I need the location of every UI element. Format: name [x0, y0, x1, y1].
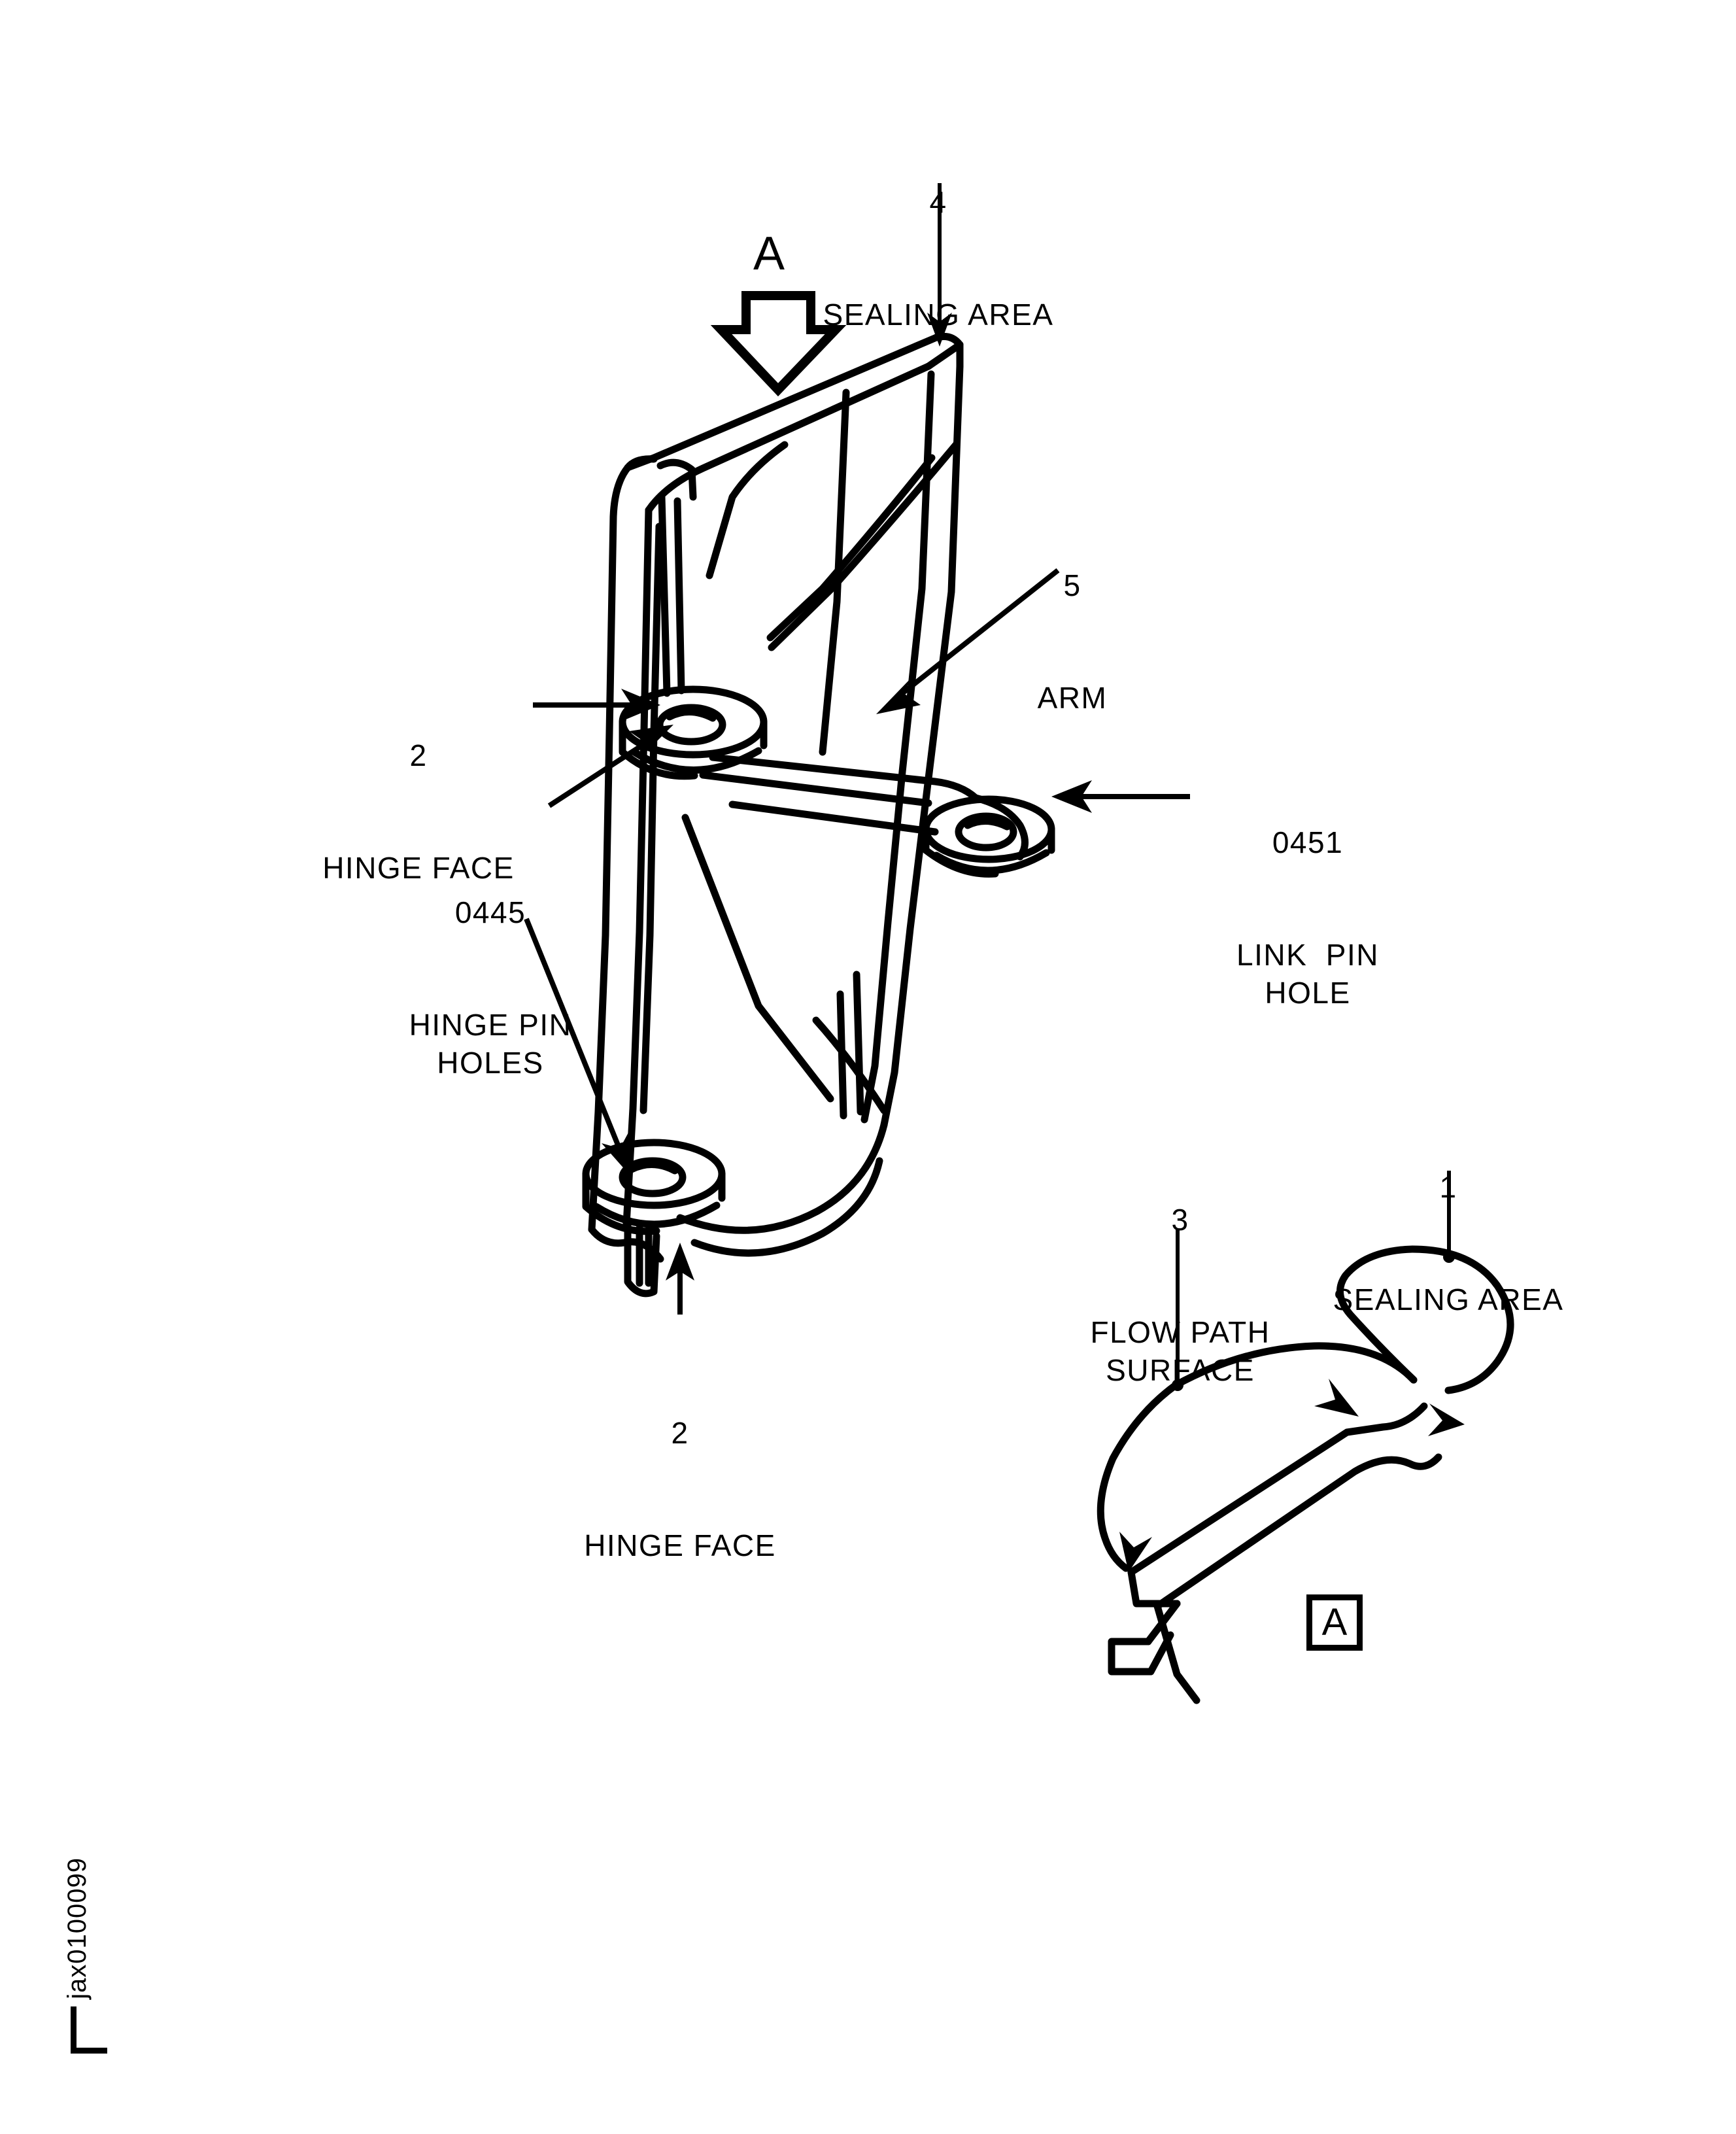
callout-text: SEALING AREA: [823, 298, 1054, 332]
view-direction-arrow-a: [710, 291, 847, 397]
gate-disc-body: [582, 332, 1055, 1298]
leader-link-pin-hole: [1051, 780, 1190, 813]
callout-text: SEALING AREA: [1333, 1282, 1564, 1317]
callout-number: 1: [1439, 1170, 1457, 1204]
callout-text: HINGE FACE: [322, 851, 515, 885]
callout-number: 2: [409, 738, 428, 772]
arm-link: [699, 753, 1029, 861]
callout-sealing-area-top: 4 SEALING AREA: [768, 109, 1108, 409]
callout-hinge-pin-holes: 0445 HINGE PIN HOLES: [373, 819, 608, 1158]
callout-text: ARM: [1037, 681, 1108, 715]
callout-text: HINGE PIN HOLES: [409, 1008, 572, 1080]
callout-number: 0445: [454, 895, 526, 929]
callout-hinge-face-top: 2 HINGE FACE: [301, 662, 536, 963]
callout-number: 3: [1171, 1203, 1189, 1237]
leader-hinge-pin-holes: [524, 725, 673, 1177]
leader-sealing-area-detail: [1443, 1171, 1455, 1263]
callout-flow-path-surface: 3 FLOW PATH SURFACE: [1059, 1126, 1301, 1465]
callout-arm: 5 ARM: [1000, 492, 1144, 793]
callout-number: 0451: [1272, 825, 1344, 859]
callout-link-pin-hole: 0451 LINK PIN HOLE: [1183, 749, 1432, 1088]
callout-text: HINGE FACE: [584, 1528, 776, 1562]
callout-text: FLOW PATH SURFACE: [1090, 1315, 1270, 1387]
leader-flow-path-surface: [1172, 1228, 1183, 1391]
figure-code: jax0100099: [63, 1857, 92, 1999]
detail-view-label-box: A: [1306, 1594, 1363, 1651]
corner-registration-mark: [71, 2006, 107, 2054]
view-direction-letter-a: A: [753, 228, 785, 280]
callout-sealing-area-detail: 1 SEALING AREA: [1282, 1093, 1615, 1394]
callout-number: 2: [671, 1416, 689, 1450]
callout-text: LINK PIN HOLE: [1236, 938, 1379, 1010]
callout-number: 4: [929, 185, 947, 219]
leader-hinge-face-top: [533, 689, 660, 721]
lower-hinge-boss: [582, 1139, 726, 1235]
detail-view-arrowheads: [1119, 1379, 1465, 1572]
detail-view-a: [1097, 1245, 1514, 1704]
leader-hinge-face-bottom: [666, 1243, 694, 1315]
callout-number: 5: [1063, 568, 1081, 602]
leader-arm: [876, 568, 1060, 714]
link-pin-boss: [922, 795, 1055, 878]
callout-hinge-face-bottom: 2 HINGE FACE: [562, 1339, 798, 1640]
leader-sealing-area-top: [927, 183, 952, 347]
